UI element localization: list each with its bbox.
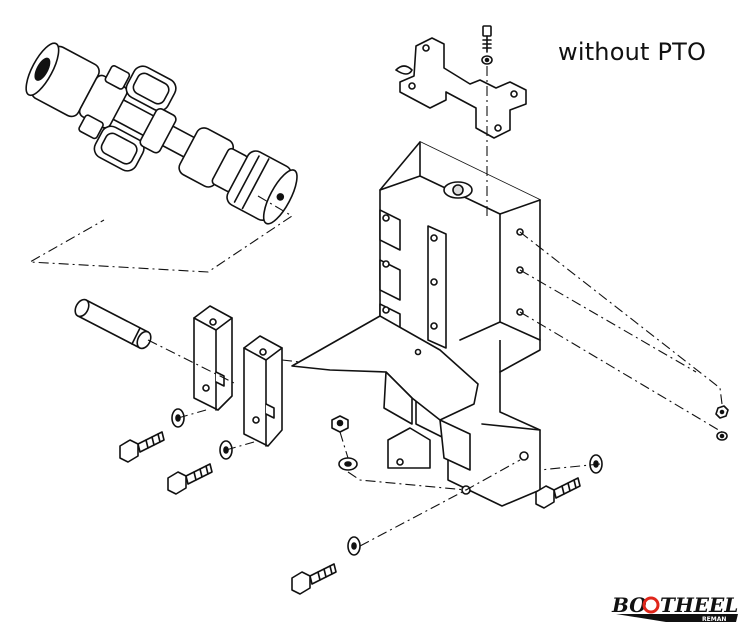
nut-center xyxy=(331,415,349,433)
svg-text:THEEL: THEEL xyxy=(660,593,738,617)
clevis-pin xyxy=(74,298,152,350)
mounting-block-right xyxy=(243,335,283,447)
bolt-left-upper xyxy=(119,431,165,463)
logo-graphic: BO THEEL REMAN xyxy=(611,593,738,623)
caption-without-pto: without PTO xyxy=(558,38,707,66)
washer-right xyxy=(716,431,728,441)
bolt-bottom xyxy=(291,563,337,595)
assembly-lines xyxy=(28,66,723,547)
bolt-left-lower xyxy=(167,463,213,495)
hitch-plate xyxy=(291,315,479,471)
pto-drive-shaft xyxy=(25,42,298,225)
washer-bottom xyxy=(347,536,361,556)
nut-right xyxy=(715,405,729,419)
bootheel-logo: BO THEEL REMAN xyxy=(610,590,742,626)
svg-text:BO: BO xyxy=(611,593,647,617)
bolt-top xyxy=(482,25,492,53)
bolt-right xyxy=(535,477,581,509)
upper-bracket xyxy=(395,37,527,139)
washer-center xyxy=(338,457,358,471)
washer-top xyxy=(481,55,493,65)
svg-text:REMAN: REMAN xyxy=(702,616,726,623)
mounting-block-left xyxy=(193,305,233,411)
